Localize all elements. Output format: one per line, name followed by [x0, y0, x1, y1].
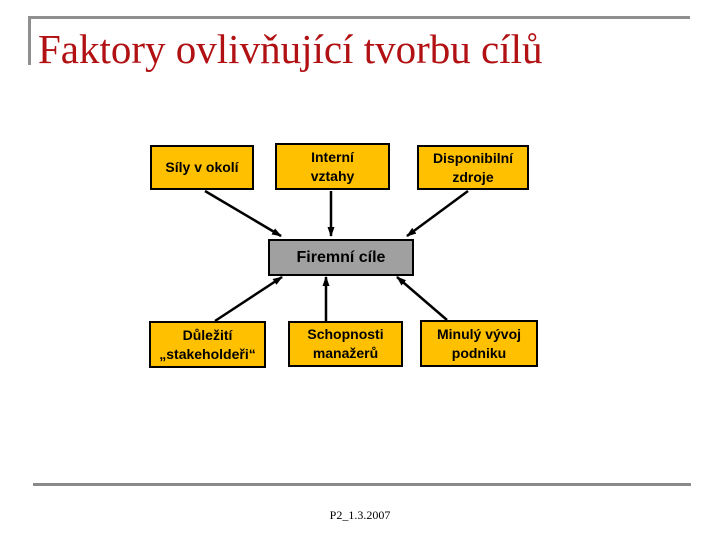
factor-box-label-line2: podniku [451, 344, 507, 361]
footer-divider-line [33, 483, 691, 486]
center-box-firemni-cile: Firemní cíle [268, 239, 414, 276]
page-title: Faktory ovlivňující tvorbu cílů [38, 26, 543, 72]
title-accent-line-top [28, 16, 690, 19]
factor-box-label-line1: Interní [311, 148, 354, 165]
arrow-disponibilni-to-center [406, 189, 469, 238]
factor-box-interni-vztahy: Interní vztahy [275, 143, 390, 190]
arrow-dulezi-to-center [214, 275, 283, 323]
title-accent-line-left [28, 16, 31, 65]
footer-slide-id: P2_1.3.2007 [329, 508, 391, 522]
factor-box-label-line1: Minulý vývoj [436, 325, 522, 342]
factor-box-label-line1: Důležití [182, 326, 233, 343]
factor-box-label-line1: Disponibilní [432, 149, 514, 166]
factor-box-label: Síly v okolí [165, 159, 239, 175]
factor-box-minuly-vyvoj-podniku: Minulý vývoj podniku [420, 320, 538, 367]
factor-box-label-line1: Schopnosti [307, 326, 384, 342]
factor-box-label-line2: manažerů [312, 345, 379, 361]
arrow-sily-to-center [204, 189, 282, 238]
center-box-label: Firemní cíle [296, 249, 386, 266]
factor-box-sily-v-okoli: Síly v okolí [150, 145, 254, 190]
factor-box-dulezi-stakeholderi: Důležití „stakeholdeři“ [149, 321, 266, 368]
factor-box-label-line2: zdroje [452, 168, 494, 185]
factor-box-label-line2: „stakeholdeři“ [159, 345, 256, 362]
factor-box-disponibilni-zdroje: Disponibilní zdroje [417, 145, 529, 190]
factor-box-schopnosti-manazeru: Schopnosti manažerů [288, 321, 403, 367]
arrow-minuly-to-center [396, 276, 448, 321]
factor-box-label-line2: vztahy [310, 167, 355, 184]
